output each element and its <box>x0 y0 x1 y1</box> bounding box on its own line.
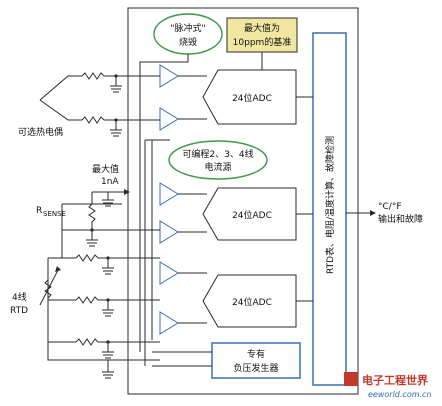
adc-label-3: 24位ADC <box>232 296 272 308</box>
adc-label-1: 24位ADC <box>232 92 272 104</box>
rsense-subscript: SENSE <box>43 210 66 218</box>
processing-label: RTD表、电阻/温度计算、故障检测 <box>324 136 336 274</box>
watermark: 电子工程世界 eeworld.com.cn <box>344 372 432 399</box>
burnout-ellipse <box>153 13 223 55</box>
max-current-line2: 1nA <box>101 177 119 187</box>
adc-label-2: 24位ADC <box>232 209 272 221</box>
watermark-brand: 电子工程世界 <box>362 373 428 387</box>
adc-block-3: 24位ADC <box>202 274 297 328</box>
current-source-label-line1: 可编程2、3、4线 <box>182 148 253 160</box>
thermocouple-label: 可选热电偶 <box>18 126 63 138</box>
watermark-site: eeworld.com.cn <box>368 390 432 399</box>
adc-block-1: 24位ADC <box>202 69 297 125</box>
rsense-label: R <box>36 206 42 216</box>
max-current-line1: 最大值 <box>92 163 119 175</box>
chip-boundary <box>127 7 359 395</box>
reference-label-line2: 10ppm的基准 <box>233 36 292 48</box>
negative-voltage-line1: 专有 <box>247 348 265 360</box>
amplifiers <box>159 64 179 335</box>
negative-voltage-box <box>211 342 301 379</box>
processing-box <box>312 32 347 386</box>
output-label-line1: °C/°F <box>378 202 402 212</box>
current-source-label-line2: 电流源 <box>204 161 231 173</box>
current-source-ellipse <box>168 140 268 180</box>
rtd-label-line2: RTD <box>10 306 28 316</box>
reference-label-line1: 最大值为 <box>244 22 280 34</box>
adc-block-2: 24位ADC <box>202 187 297 241</box>
rtd-label-line1: 4线 <box>12 291 27 303</box>
burnout-label-line1: "脉冲式" <box>170 22 205 34</box>
thermocouple <box>39 72 160 137</box>
burnout-label-line2: 烧毁 <box>179 36 197 48</box>
negative-voltage-line2: 负压发生器 <box>233 362 278 374</box>
output-label-line2: 输出和故障 <box>378 213 423 225</box>
